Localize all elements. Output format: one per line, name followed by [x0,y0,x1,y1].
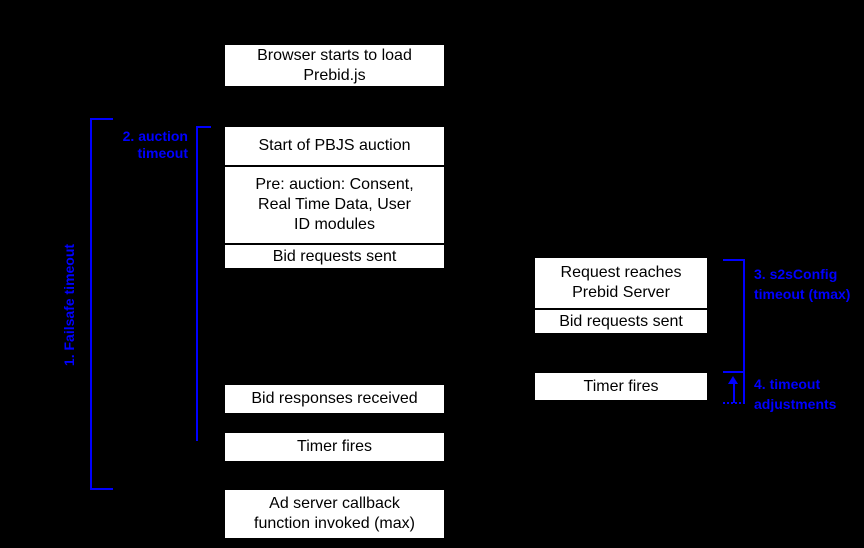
ad-server-callback-box: Ad server callback function invoked (max… [225,490,444,538]
timeout-adjustment-dotted-line [723,402,745,404]
pre-auction-modules-box: Pre: auction: Consent, Real Time Data, U… [225,165,444,243]
s2s-timeout-bracket [723,259,745,373]
auction-stack: Start of PBJS auction Pre: auction: Cons… [225,127,444,268]
failsafe-timeout-label: 1. Failsafe timeout [61,243,77,367]
timeout-adjustments-label: 4. timeout adjustments [754,376,837,412]
server-timer-fires-box: Timer fires [535,373,707,400]
bid-requests-sent-box: Bid requests sent [225,243,444,268]
browser-load-box: Browser starts to load Prebid.js [225,45,444,86]
request-reaches-server-box: Request reaches Prebid Server [535,258,707,308]
s2s-timeout-label: 3. s2sConfig timeout (tmax) [754,266,851,302]
server-bid-requests-sent-box: Bid requests sent [535,308,707,333]
up-arrow-icon [728,376,738,384]
pbjs-auction-start-box: Start of PBJS auction [225,127,444,165]
bid-responses-received-box: Bid responses received [225,385,444,413]
failsafe-timeout-bracket [90,118,113,490]
timer-fires-box: Timer fires [225,433,444,461]
s2s-bracket-extension-line [743,373,745,403]
auction-timeout-label: 2. auction timeout [122,128,188,161]
timeout-adjustment-arrow-stem [733,384,735,403]
server-stack: Request reaches Prebid Server Bid reques… [535,258,707,333]
auction-timeout-bracket [196,126,211,441]
